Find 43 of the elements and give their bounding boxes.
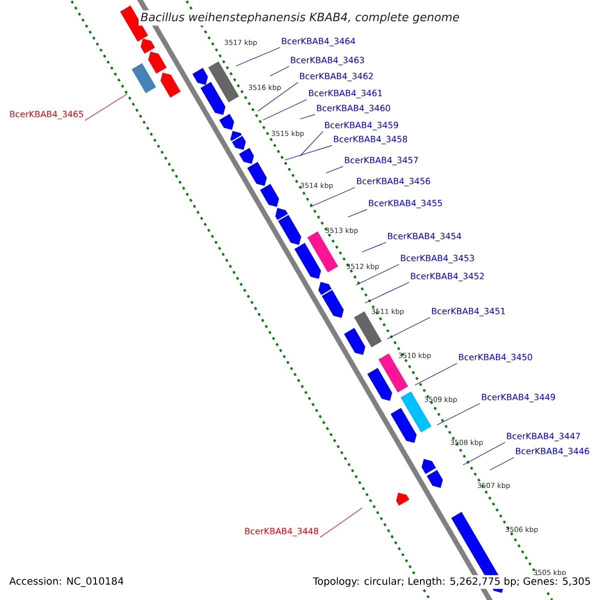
- leader-line: [326, 166, 344, 174]
- gene-label: BcerKBAB4_3464: [282, 38, 356, 46]
- gene-label: BcerKBAB4_3457: [345, 156, 418, 166]
- gene-label: BcerKBAB4_3456: [357, 178, 430, 186]
- gene-label: BcerKBAB4_3462: [300, 72, 373, 82]
- leader-line: [364, 282, 410, 304]
- leader-line: [262, 99, 308, 120]
- leader-line: [270, 66, 290, 76]
- gene-label: BcerKBAB4_3450: [459, 354, 532, 362]
- title: Bacillus weihenstephanensis KBAB4, complete genome: [138, 10, 462, 26]
- gene-label: BcerKBAB4_3447: [507, 432, 580, 442]
- leader-line: [284, 145, 332, 160]
- gene-label: BcerKBAB4_3454: [388, 232, 462, 242]
- gene-label: BcerKBAB4_3460: [317, 104, 390, 114]
- leader-line: [348, 209, 368, 218]
- gene-label: BcerKBAB4_3458: [334, 136, 408, 144]
- gene-label: BcerKBAB4_3465: [10, 110, 84, 120]
- leader-line: [386, 317, 430, 340]
- leader-line: [300, 131, 324, 156]
- gene-label: BcerKBAB4_3446: [516, 448, 590, 456]
- leader-line: [300, 114, 316, 120]
- leader-line: [84, 94, 128, 121]
- leader-line: [310, 187, 356, 208]
- leader-line: [490, 457, 514, 470]
- accession-text: Accession: NC_010184: [7, 575, 126, 589]
- leader-line: [414, 363, 458, 386]
- leader-line: [462, 442, 506, 466]
- gene-label: BcerKBAB4_3452: [411, 272, 484, 282]
- gene-label: BcerKBAB4_3463: [291, 56, 364, 66]
- gene-label: BcerKBAB4_3451: [432, 308, 505, 316]
- gene-label: BcerKBAB4_3448: [245, 528, 318, 536]
- gene-label: BcerKBAB4_3455: [369, 200, 442, 208]
- leader-line: [236, 47, 280, 66]
- gene-label: BcerKBAB4_3453: [401, 254, 474, 264]
- gene-label: BcerKBAB4_3461: [309, 90, 382, 98]
- gene-label: BcerKBAB4_3459: [325, 122, 398, 130]
- genome-stats-text: Topology: circular; Length: 5,262,775 bp; Genes: 5,305: [310, 575, 593, 589]
- leader-line: [436, 403, 480, 426]
- gene-label: BcerKBAB4_3449: [482, 394, 556, 402]
- leader-line: [258, 82, 298, 112]
- leader-line: [320, 508, 362, 538]
- leader-line: [362, 242, 386, 252]
- leader-line: [356, 264, 400, 286]
